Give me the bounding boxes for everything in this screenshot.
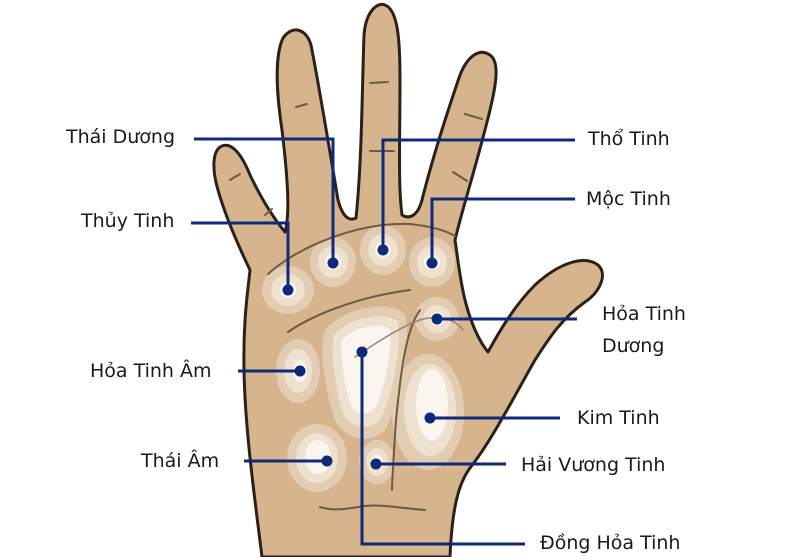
life-line <box>391 309 421 491</box>
hand-illustration <box>212 2 604 557</box>
label-hoa-tinh-am: Hỏa Tinh Âm <box>90 360 212 382</box>
leader-thuy-tinh <box>191 221 290 290</box>
marker-hai-vuong-tinh <box>370 458 382 470</box>
label-hoa-tinh-duong-line2: Dương <box>602 335 665 357</box>
label-dong-hoa-tinh: Đồng Hỏa Tinh <box>540 532 681 554</box>
label-kim-tinh: Kim Tinh <box>577 407 660 429</box>
label-moc-tinh: Mộc Tinh <box>586 188 671 210</box>
marker-hoa-tinh-am <box>294 365 306 377</box>
leader-moc-tinh <box>430 197 575 263</box>
label-thai-duong: Thái Dương <box>66 126 176 148</box>
mount-tho-tinh-highlight <box>360 225 406 275</box>
marker-thai-am <box>321 455 333 467</box>
label-tho-tinh: Thổ Tinh <box>588 128 670 150</box>
marker-thai-duong <box>327 257 339 269</box>
marker-moc-tinh <box>426 257 438 269</box>
label-thuy-tinh: Thủy Tinh <box>81 210 175 232</box>
marker-dong-hoa-tinh <box>356 346 368 358</box>
mount-thai-am-highlight <box>287 424 347 492</box>
fate-line <box>354 317 464 358</box>
mount-dong-hoa-tinh-highlight <box>322 306 408 439</box>
marker-tho-tinh <box>377 244 389 256</box>
marker-dots <box>282 244 443 470</box>
label-hoa-tinh-duong: Hỏa Tinh Dương <box>602 298 686 362</box>
label-thai-am: Thái Âm <box>141 450 220 472</box>
heart-line <box>267 222 456 275</box>
marker-kim-tinh <box>424 412 436 424</box>
wrist-crease <box>319 504 426 511</box>
leader-dong-hoa-tinh <box>360 352 525 546</box>
label-hoa-tinh-duong-line1: Hỏa Tinh <box>602 303 686 325</box>
marker-hoa-tinh-duong <box>431 313 443 325</box>
leader-tho-tinh <box>381 138 575 250</box>
marker-thuy-tinh <box>282 284 294 296</box>
finger-creases <box>229 81 483 216</box>
leader-thai-duong <box>194 137 335 263</box>
mount-kim-tinh-highlight <box>392 354 464 470</box>
label-hai-vuong-tinh: Hải Vương Tinh <box>521 454 666 476</box>
hand-outline <box>212 2 604 557</box>
head-line <box>287 289 411 333</box>
leader-lines <box>191 137 577 546</box>
palm-lines <box>267 222 464 511</box>
